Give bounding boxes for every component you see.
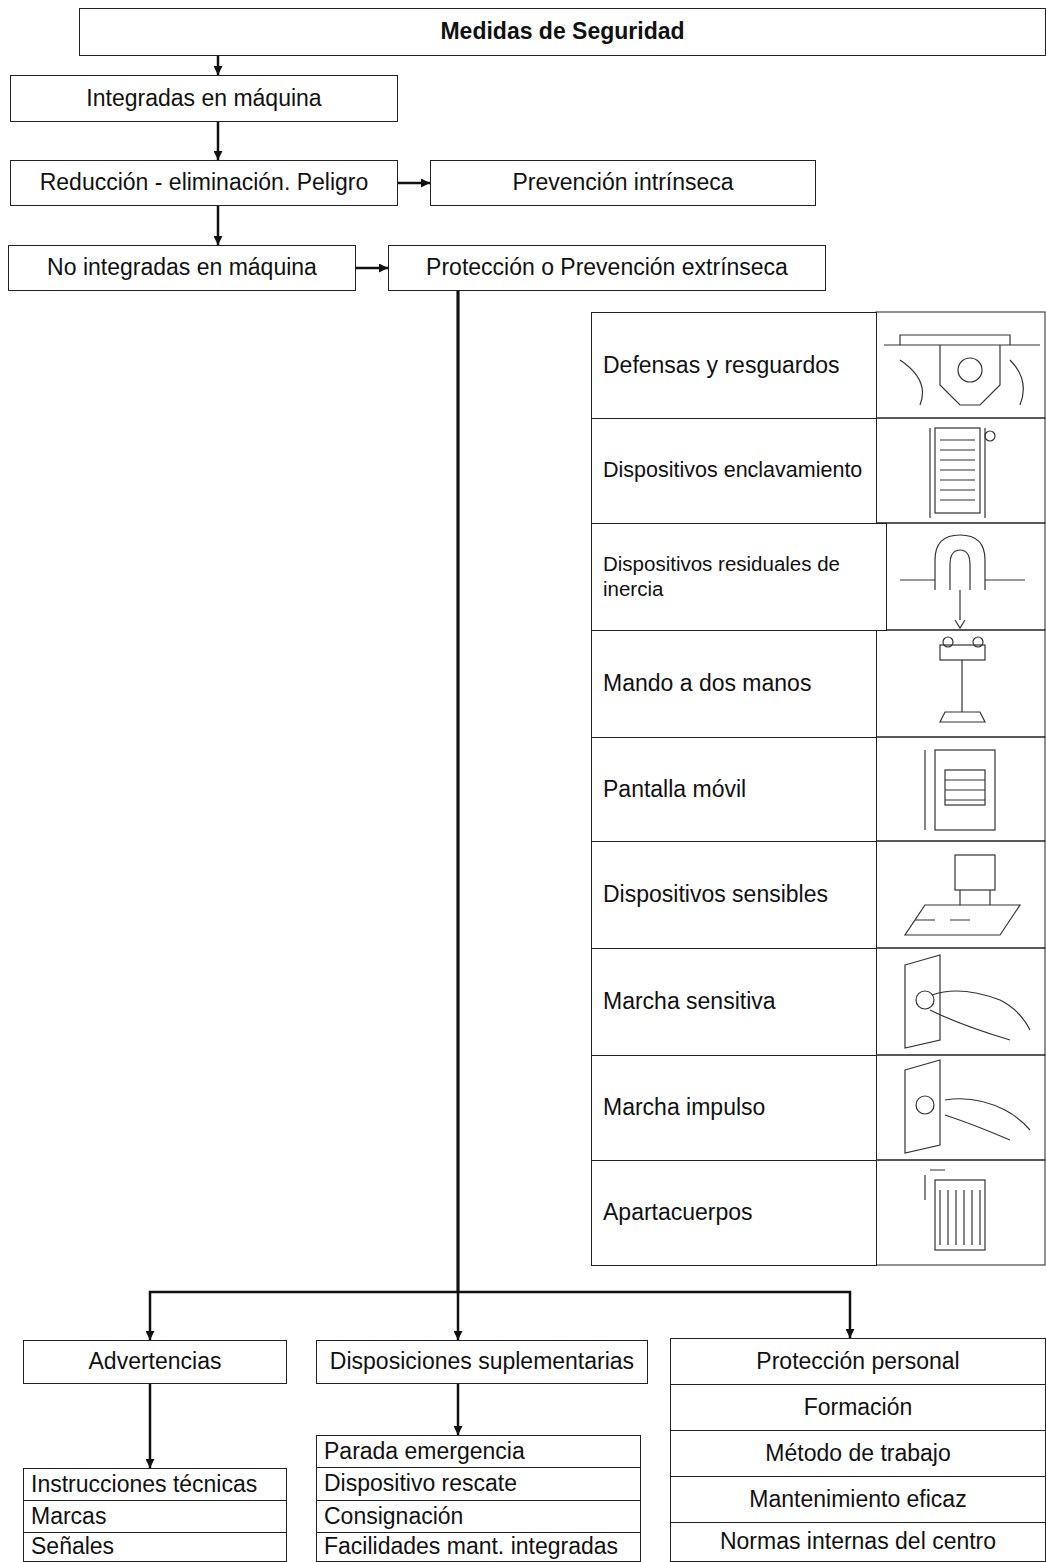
node-label: Mando a dos manos [603,670,811,698]
category-box: Marcha impulso [591,1055,877,1161]
node-label: No integradas en máquina [47,254,317,282]
category-box: Dispositivos residuales de inercia [591,523,887,631]
category-box: Pantalla móvil [591,737,877,842]
image-cell [876,418,1045,523]
arrow-connector [149,1384,152,1468]
image-column [876,312,1045,1265]
category-box: Integradas en máquina [10,75,398,122]
category-box: Mando a dos manos [591,630,877,738]
node-label: Marcha impulso [603,1094,765,1122]
image-cell [876,948,1045,1055]
category-box: Parada emergencia [316,1435,641,1468]
arrow-connector [150,291,458,1340]
node-label: Consignación [324,1503,463,1531]
category-box: Reducción - eliminación. Peligro [10,160,398,206]
category-box: Disposiciones suplementarias [316,1340,648,1384]
impulse-control-icon [905,1060,1030,1153]
node-label: Protección o Prevención extrínseca [426,254,788,282]
image-cell [876,841,1045,948]
node-label: Instrucciones técnicas [31,1471,257,1499]
node-label: Integradas en máquina [86,85,321,113]
arrow-connector [217,56,220,75]
image-cell [876,1160,1045,1265]
category-box: Marcha sensitiva [591,948,877,1056]
node-label: Prevención intrínseca [512,169,733,197]
guard-icon [884,335,1040,405]
icons [884,335,1040,1250]
category-box: Protección o Prevención extrínseca [388,245,826,291]
category-box: Método de trabajo [670,1430,1046,1477]
node-label: Método de trabajo [765,1440,950,1468]
body-guard-icon [925,1170,985,1250]
image-cell [876,737,1045,841]
arrow-connector [217,122,220,160]
moving-screen-icon [925,750,995,830]
image-cell [876,523,1045,630]
category-box: Señales [23,1532,287,1562]
node-label: Mantenimiento eficaz [749,1486,966,1514]
node-label: Pantalla móvil [603,776,746,804]
category-box: Apartacuerpos [591,1160,877,1266]
inertia-device-icon [900,535,1025,628]
image-cell [876,630,1045,737]
node-label: Marcas [31,1503,106,1531]
node-label: Dispositivos enclavamiento [603,458,862,484]
node-label: Dispositivos sensibles [603,881,828,909]
node-label: Normas internas del centro [720,1528,996,1556]
category-box: Advertencias [23,1340,287,1384]
category-box: Defensas y resguardos [591,312,877,419]
category-box: No integradas en máquina [8,245,356,291]
node-label: Apartacuerpos [603,1199,753,1227]
node-label: Disposiciones suplementarias [330,1348,634,1376]
category-box: Prevención intrínseca [430,160,816,206]
category-box: Marcas [23,1500,287,1533]
node-label: Señales [31,1533,114,1561]
image-cell [876,312,1045,418]
category-box: Consignación [316,1500,641,1533]
arrow-connector [217,206,220,245]
title-box: Medidas de Seguridad [79,8,1046,56]
hold-to-run-icon [905,955,1030,1048]
category-box: Dispositivos enclavamiento [591,418,877,524]
interlock-icon [930,428,995,518]
node-label: Parada emergencia [324,1438,525,1466]
category-box: Dispositivo rescate [316,1467,641,1501]
category-box: Facilidades mant. integradas [316,1532,641,1562]
node-label: Dispositivo rescate [324,1470,517,1498]
category-box: Dispositivos sensibles [591,841,877,949]
arrow-connector [457,1384,460,1435]
category-box: Formación [670,1384,1046,1431]
arrow-connector [398,182,430,185]
arrow-connector [356,267,388,270]
category-box: Protección personal [670,1338,1046,1385]
node-label: Advertencias [89,1348,222,1376]
node-label: Reducción - eliminación. Peligro [40,169,369,197]
node-label: Defensas y resguardos [603,352,840,380]
node-label: Protección personal [756,1348,959,1376]
node-label: Medidas de Seguridad [440,18,684,46]
category-box: Instrucciones técnicas [23,1468,287,1501]
node-label: Marcha sensitiva [603,988,776,1016]
image-cell [876,1055,1045,1160]
sensitive-device-icon [905,855,1020,935]
category-box: Normas internas del centro [670,1522,1046,1562]
node-label: Facilidades mant. integradas [324,1533,618,1561]
node-label: Formación [804,1394,913,1422]
node-label: Dispositivos residuales de inercia [603,552,880,601]
two-hand-control-icon [940,637,985,722]
category-box: Mantenimiento eficaz [670,1476,1046,1523]
